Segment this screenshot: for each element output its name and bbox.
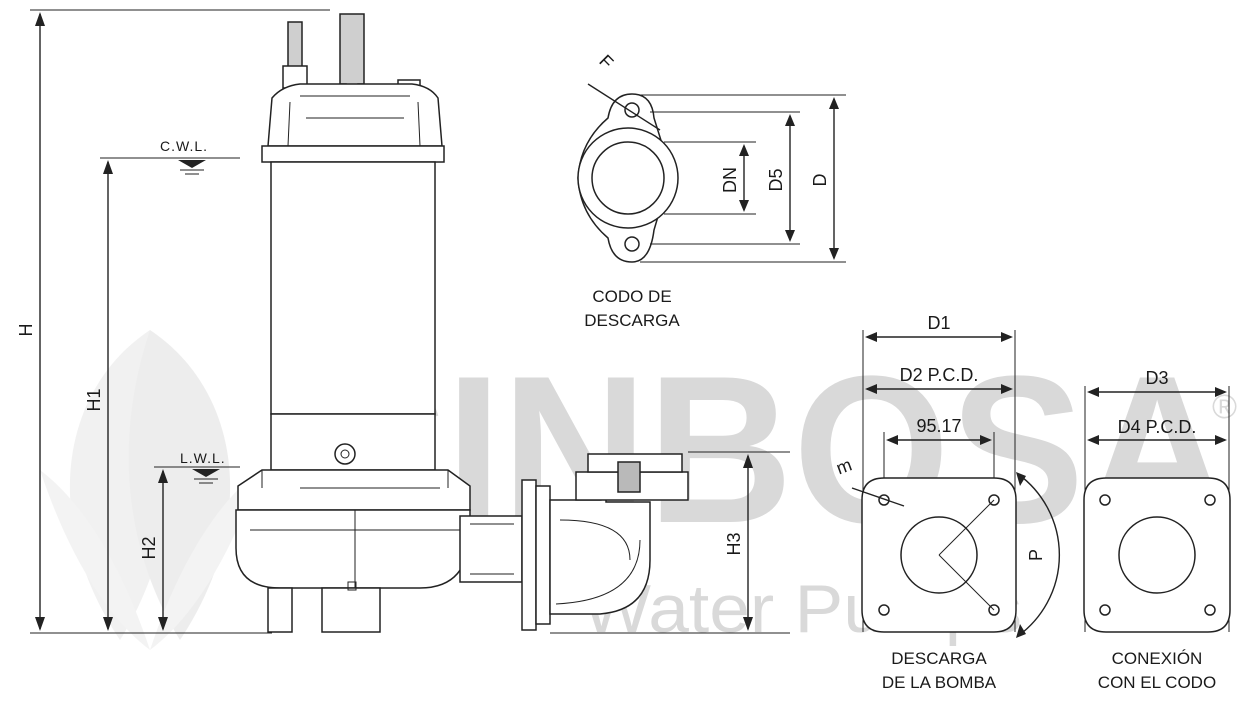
caption-descarga-line1: DESCARGA <box>891 649 987 668</box>
dim-label-h3: H3 <box>724 532 744 555</box>
height-dimensions: H H1 H2 C.W.L. L.W.L. <box>16 9 330 634</box>
h3-dimension: H3 <box>550 451 790 634</box>
dim-label-h2: H2 <box>139 536 159 559</box>
dim-label-d4: D4 P.C.D. <box>1118 417 1197 437</box>
dim-label-d1: D1 <box>927 313 950 333</box>
dim-label-m: m <box>833 454 854 478</box>
caption-descarga-line2: DE LA BOMBA <box>882 673 997 692</box>
dim-label-dn: DN <box>720 167 740 193</box>
dim-label-h: H <box>16 324 36 337</box>
caption-codo-line1: CODO DE <box>592 287 671 306</box>
dim-label-f: F <box>595 51 617 73</box>
dim-label-d: D <box>810 174 830 187</box>
dim-label-d5: D5 <box>766 168 786 191</box>
dim-label-d3: D3 <box>1145 368 1168 388</box>
water-level-lwl-icon <box>192 469 220 484</box>
pump-side-view <box>235 13 689 633</box>
water-level-cwl-icon <box>178 160 206 175</box>
dim-label-95-17: 95.17 <box>916 416 961 436</box>
dim-label-h1: H1 <box>84 388 104 411</box>
elbow-flange-view: F DN D5 D CODO DE DESCARGA <box>577 51 846 330</box>
dim-label-p: P <box>1026 549 1046 561</box>
watermark-lotus-icon <box>40 330 260 650</box>
label-lwl: L.W.L. <box>180 450 226 466</box>
label-cwl: C.W.L. <box>160 138 208 154</box>
pump-discharge-flange-view: D1 D2 P.C.D. 95.17 m P DESCARGA DE LA BO… <box>833 313 1060 692</box>
elbow-connection-flange-view: D3 D4 P.C.D. CONEXIÓN CON EL CODO <box>1083 368 1231 692</box>
caption-conexion-line1: CONEXIÓN <box>1112 649 1203 668</box>
caption-codo-line2: DESCARGA <box>584 311 680 330</box>
dim-label-d2: D2 P.C.D. <box>900 365 979 385</box>
caption-conexion-line2: CON EL CODO <box>1098 673 1216 692</box>
